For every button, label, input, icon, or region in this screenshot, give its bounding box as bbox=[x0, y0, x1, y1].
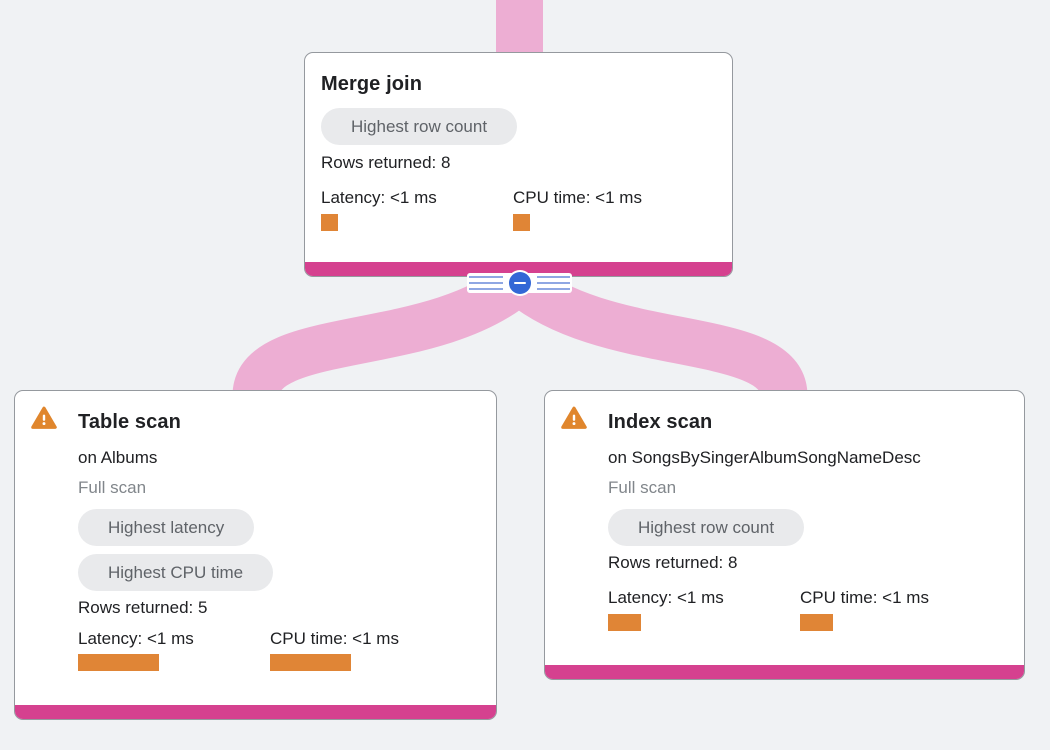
scan-target: on SongsBySingerAlbumSongNameDesc bbox=[608, 448, 921, 467]
node-title: Index scan bbox=[608, 411, 713, 433]
latency-label: Latency: <1 ms bbox=[608, 588, 724, 607]
node-index-scan[interactable]: Index scan on SongsBySingerAlbumSongName… bbox=[544, 390, 1025, 680]
badge-highest-cpu-time: Highest CPU time bbox=[78, 554, 274, 591]
cpu-bar bbox=[513, 214, 530, 231]
minus-icon bbox=[513, 281, 526, 285]
collapse-button-circle bbox=[508, 272, 531, 294]
rows-returned-label: Rows returned: 8 bbox=[608, 553, 738, 572]
badge-highest-row-count: Highest row count bbox=[608, 509, 805, 546]
latency-metric: Latency: <1 ms bbox=[608, 587, 800, 631]
cpu-metric: CPU time: <1 ms bbox=[800, 587, 992, 631]
latency-metric: Latency: <1 ms bbox=[78, 628, 270, 671]
badge-highest-row-count: Highest row count bbox=[321, 108, 518, 145]
node-title: Table scan bbox=[78, 411, 181, 433]
node-accent-bar bbox=[545, 665, 1024, 679]
collapse-control[interactable] bbox=[467, 270, 572, 296]
latency-bar bbox=[608, 614, 641, 631]
latency-label: Latency: <1 ms bbox=[321, 188, 437, 207]
cpu-label: CPU time: <1 ms bbox=[270, 629, 399, 648]
collapse-stripes-right bbox=[536, 273, 570, 293]
cpu-label: CPU time: <1 ms bbox=[800, 588, 929, 607]
latency-bar bbox=[78, 654, 159, 671]
node-accent-bar bbox=[15, 705, 496, 719]
scan-mode: Full scan bbox=[78, 478, 147, 497]
node-title: Merge join bbox=[321, 73, 423, 95]
edge-merge-join-to-index-scan bbox=[495, 257, 808, 420]
collapse-button[interactable] bbox=[506, 270, 533, 296]
rows-returned-label: Rows returned: 8 bbox=[321, 153, 451, 172]
latency-bar bbox=[321, 214, 338, 231]
warning-icon bbox=[31, 406, 57, 429]
rows-returned-label: Rows returned: 5 bbox=[78, 598, 208, 617]
scan-target: on Albums bbox=[78, 448, 158, 467]
warning-icon bbox=[561, 406, 587, 429]
badge-highest-latency: Highest latency bbox=[78, 509, 255, 546]
cpu-label: CPU time: <1 ms bbox=[513, 188, 642, 207]
scan-mode: Full scan bbox=[608, 478, 677, 497]
latency-label: Latency: <1 ms bbox=[78, 629, 194, 648]
cpu-bar bbox=[270, 654, 351, 671]
node-accent-bar bbox=[305, 262, 732, 276]
collapse-stripes-left bbox=[469, 273, 503, 293]
node-merge-join[interactable]: Merge join Highest row count Rows return… bbox=[304, 52, 733, 277]
cpu-metric: CPU time: <1 ms bbox=[513, 187, 705, 231]
cpu-metric: CPU time: <1 ms bbox=[270, 628, 462, 671]
cpu-bar bbox=[800, 614, 833, 631]
edge-merge-join-to-table-scan bbox=[232, 257, 543, 420]
latency-metric: Latency: <1 ms bbox=[321, 187, 513, 231]
node-table-scan[interactable]: Table scan on Albums Full scan Highest l… bbox=[14, 390, 497, 720]
